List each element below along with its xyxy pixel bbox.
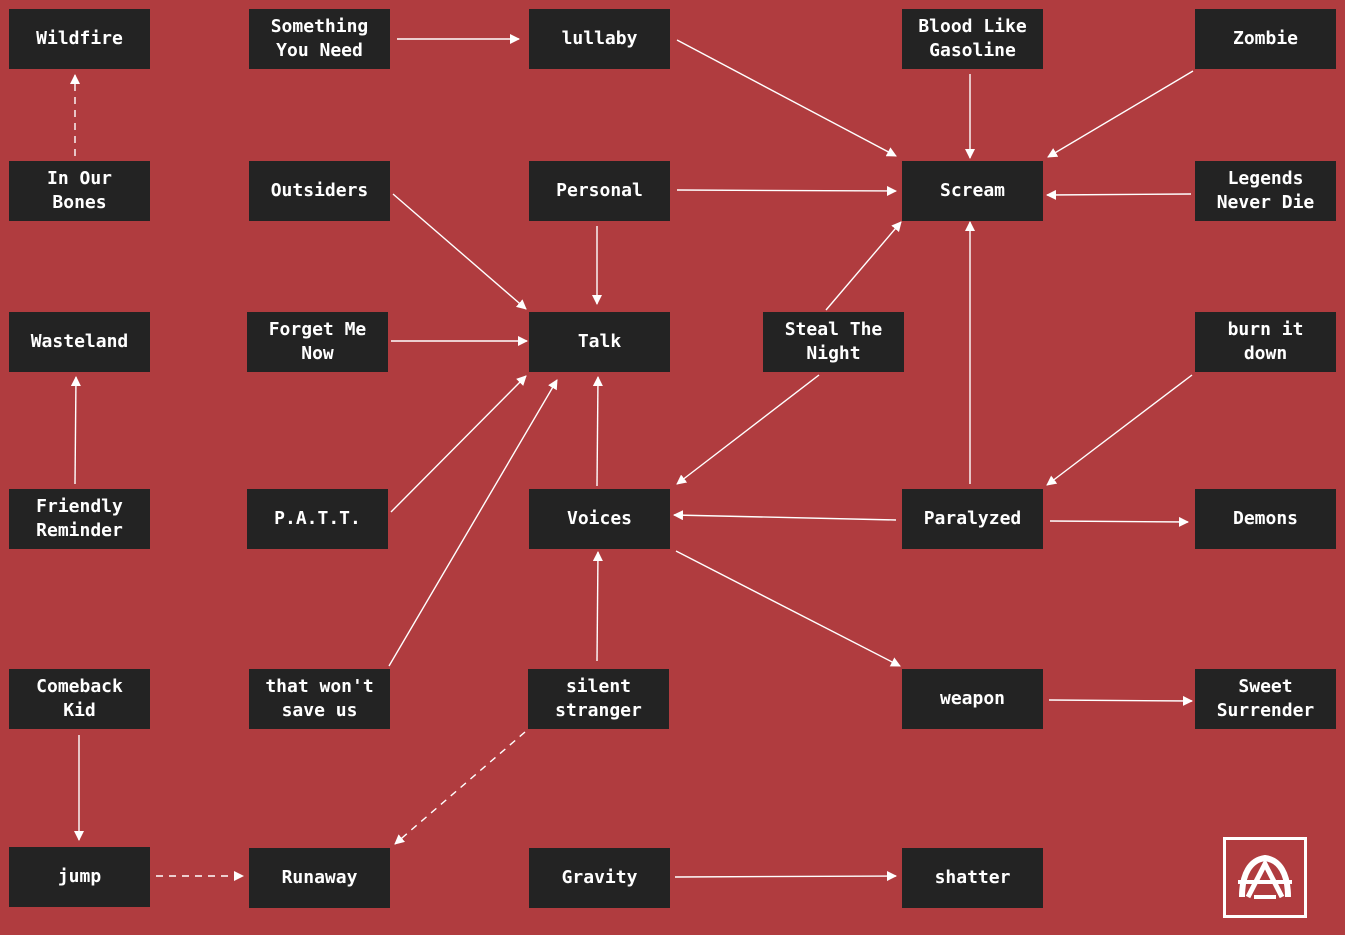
edge-legends-never-die-to-scream [1046, 189, 1192, 200]
edge-friendly-reminder-to-wasteland [70, 376, 81, 485]
node-paralyzed: Paralyzed [902, 489, 1043, 549]
node-silent-stranger: silent stranger [528, 669, 669, 729]
edge-lullaby-to-scream [676, 39, 897, 157]
node-zombie: Zombie [1195, 9, 1336, 69]
node-that-wont-save-us: that won't save us [249, 669, 390, 729]
node-weapon: weapon [902, 669, 1043, 729]
node-jump: jump [9, 847, 150, 907]
node-wasteland: Wasteland [9, 312, 150, 372]
node-sweet-surrender: Sweet Surrender [1195, 669, 1336, 729]
node-in-our-bones: In Our Bones [9, 161, 150, 221]
node-runaway: Runaway [249, 848, 390, 908]
logo-mark [1238, 854, 1292, 899]
node-friendly-reminder: Friendly Reminder [9, 489, 150, 549]
node-scream: Scream [902, 161, 1043, 221]
edge-personal-to-scream [676, 185, 897, 196]
edge-gravity-to-shatter [674, 871, 897, 882]
edge-silent-stranger-to-voices [592, 551, 603, 662]
node-legends-never-die: Legends Never Die [1195, 161, 1336, 221]
node-blood-like-gasoline: Blood Like Gasoline [902, 9, 1043, 69]
edge-silent-stranger-to-runaway [394, 731, 526, 845]
node-outsiders: Outsiders [249, 161, 390, 221]
node-talk: Talk [529, 312, 670, 372]
node-shatter: shatter [902, 848, 1043, 908]
edge-weapon-to-sweet-surrender [1048, 695, 1193, 706]
node-personal: Personal [529, 161, 670, 221]
band-logo [1223, 837, 1307, 918]
edge-steal-the-night-to-scream [825, 221, 902, 311]
edge-steal-the-night-to-voices [676, 374, 820, 485]
node-demons: Demons [1195, 489, 1336, 549]
node-patt: P.A.T.T. [247, 489, 388, 549]
node-wildfire: Wildfire [9, 9, 150, 69]
edge-voices-to-talk [592, 376, 603, 487]
edge-voices-to-weapon [675, 550, 901, 667]
edge-burn-it-down-to-paralyzed [1046, 374, 1193, 486]
node-gravity: Gravity [529, 848, 670, 908]
edge-paralyzed-to-voices [673, 510, 897, 521]
node-something-you-need: Something You Need [249, 9, 390, 69]
edge-paralyzed-to-demons [1049, 516, 1189, 527]
node-burn-it-down: burn it down [1195, 312, 1336, 372]
edge-zombie-to-scream [1047, 70, 1194, 158]
edge-patt-to-talk [390, 375, 527, 513]
edge-outsiders-to-talk [392, 193, 527, 310]
edge-that-wont-save-us-to-talk [388, 379, 558, 667]
node-voices: Voices [529, 489, 670, 549]
node-comeback-kid: Comeback Kid [9, 669, 150, 729]
node-lullaby: lullaby [529, 9, 670, 69]
node-forget-me-now: Forget Me Now [247, 312, 388, 372]
node-steal-the-night: Steal The Night [763, 312, 904, 372]
